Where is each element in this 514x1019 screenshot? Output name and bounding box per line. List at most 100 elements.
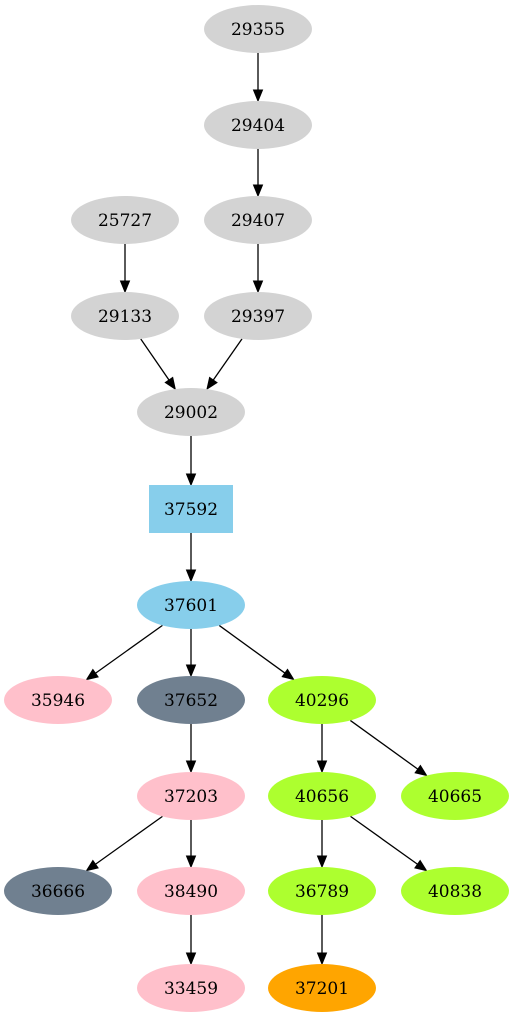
node-label: 40656 (295, 787, 349, 807)
edge-37601-to-37652 (185, 629, 197, 678)
node-ellipse-shape (71, 196, 179, 244)
edge-40656-to-40838 (350, 815, 428, 872)
node-35946: 35946 (4, 676, 112, 724)
edge-29407-to-29397 (252, 244, 264, 294)
node-ellipse-shape (4, 676, 112, 724)
node-label: 40838 (428, 882, 482, 902)
node-ellipse-shape (137, 772, 245, 820)
node-40296: 40296 (268, 676, 376, 724)
node-label: 29355 (231, 20, 285, 40)
node-ellipse-shape (268, 676, 376, 724)
edge-37601-to-40296 (218, 624, 295, 681)
edge-29133-to-29002 (140, 338, 176, 391)
node-37592: 37592 (149, 485, 233, 533)
node-29355: 29355 (204, 5, 312, 53)
node-37203: 37203 (137, 772, 245, 820)
edge-38490-to-33459 (185, 915, 197, 966)
node-38490: 38490 (137, 867, 245, 915)
node-40665: 40665 (401, 772, 509, 820)
node-label: 29404 (231, 116, 285, 136)
arrowhead-icon (185, 664, 197, 678)
edge-36789-to-37201 (316, 915, 328, 966)
arrowhead-icon (185, 473, 197, 487)
node-ellipse-shape (137, 964, 245, 1012)
edge-line (349, 719, 419, 770)
node-ellipse-shape (137, 867, 245, 915)
arrowhead-icon (414, 859, 428, 872)
node-label: 33459 (164, 979, 218, 999)
arrowhead-icon (185, 569, 197, 583)
node-ellipse-shape (204, 196, 312, 244)
node-box-shape (149, 485, 233, 533)
node-label: 29397 (231, 307, 285, 327)
edge-25727-to-29133 (119, 244, 131, 294)
node-ellipse-shape (71, 292, 179, 340)
node-29404: 29404 (204, 101, 312, 149)
edge-37601-to-35946 (85, 624, 163, 681)
node-37601: 37601 (137, 581, 245, 629)
node-label: 37592 (164, 500, 218, 520)
arrowhead-icon (164, 376, 176, 391)
node-33459: 33459 (137, 964, 245, 1012)
arrowhead-icon (281, 668, 295, 681)
node-label: 37203 (164, 787, 218, 807)
edge-37203-to-38490 (185, 820, 197, 869)
node-37652: 37652 (137, 676, 245, 724)
node-label: 38490 (164, 882, 218, 902)
node-label: 36666 (31, 882, 85, 902)
node-label: 37601 (164, 596, 218, 616)
edge-29355-to-29404 (252, 53, 264, 103)
edge-29002-to-37592 (185, 436, 197, 487)
arrowhead-icon (316, 855, 328, 869)
edge-37203-to-36666 (85, 815, 163, 872)
node-label: 40665 (428, 787, 482, 807)
node-ellipse-shape (268, 867, 376, 915)
arrowhead-icon (185, 760, 197, 774)
node-ellipse-shape (268, 772, 376, 820)
node-label: 25727 (98, 211, 152, 231)
edge-line (140, 338, 170, 381)
arrowhead-icon (316, 760, 328, 774)
node-ellipse-shape (268, 964, 376, 1012)
node-label: 29407 (231, 211, 285, 231)
arrowhead-icon (414, 764, 428, 777)
node-ellipse-shape (401, 867, 509, 915)
node-29002: 29002 (137, 388, 245, 436)
arrowhead-icon (119, 280, 131, 294)
node-40838: 40838 (401, 867, 509, 915)
node-ellipse-shape (4, 867, 112, 915)
node-29397: 29397 (204, 292, 312, 340)
node-29407: 29407 (204, 196, 312, 244)
node-ellipse-shape (137, 676, 245, 724)
node-label: 29133 (98, 307, 152, 327)
arrowhead-icon (185, 855, 197, 869)
edge-40296-to-40665 (349, 719, 428, 777)
node-label: 29002 (164, 403, 218, 423)
node-ellipse-shape (401, 772, 509, 820)
edge-29397-to-29002 (206, 338, 243, 391)
edge-line (350, 815, 418, 865)
arrowhead-icon (85, 859, 99, 872)
edge-line (212, 338, 243, 381)
edge-line (218, 624, 286, 674)
node-ellipse-shape (137, 581, 245, 629)
edge-40656-to-36789 (316, 820, 328, 869)
edge-37652-to-37203 (185, 724, 197, 774)
arrowhead-icon (252, 280, 264, 294)
arrowhead-icon (206, 376, 218, 391)
node-label: 35946 (31, 691, 85, 711)
arrowhead-icon (185, 952, 197, 966)
node-36789: 36789 (268, 867, 376, 915)
arrowhead-icon (252, 184, 264, 198)
nodes-layer: 29355 29404 25727 29407 29133 29397 29002 37592… (4, 5, 509, 1012)
node-40656: 40656 (268, 772, 376, 820)
node-37201: 37201 (268, 964, 376, 1012)
node-29133: 29133 (71, 292, 179, 340)
edge-37592-to-37601 (185, 533, 197, 583)
arrowhead-icon (85, 668, 99, 681)
node-36666: 36666 (4, 867, 112, 915)
node-label: 36789 (295, 882, 349, 902)
node-label: 40296 (295, 691, 349, 711)
node-ellipse-shape (137, 388, 245, 436)
